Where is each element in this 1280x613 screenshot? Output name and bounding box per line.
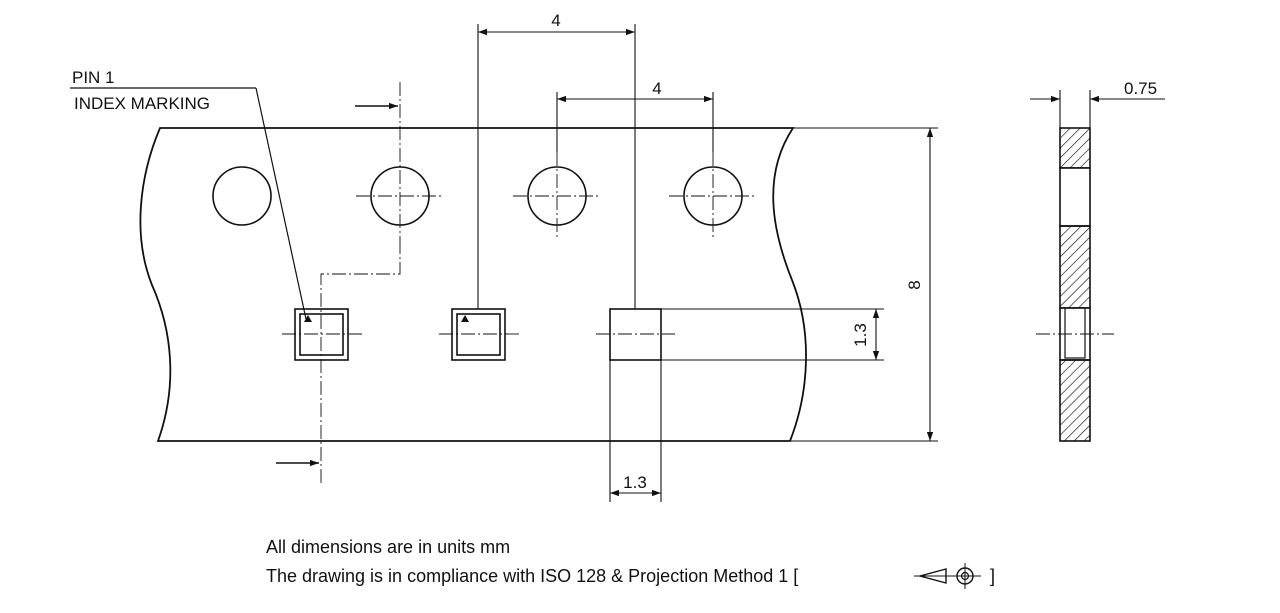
sprocket-hole bbox=[356, 82, 444, 240]
index-marking-label: INDEX MARKING bbox=[74, 94, 210, 113]
pocket-height-dimension bbox=[661, 308, 884, 361]
pin1-leader bbox=[70, 87, 307, 320]
units-note: All dimensions are in units mm bbox=[266, 537, 511, 557]
pocket-pitch-dimension bbox=[477, 24, 636, 309]
hole-pitch-value: 4 bbox=[652, 79, 661, 98]
pin1-label: PIN 1 bbox=[72, 68, 115, 87]
tape-width-dimension bbox=[790, 127, 938, 442]
hole-pitch-dimension bbox=[556, 92, 714, 152]
component-pocket-2 bbox=[439, 308, 519, 361]
component-pocket-1 bbox=[282, 308, 362, 361]
compliance-note: The drawing is in compliance with ISO 12… bbox=[266, 566, 798, 587]
pocket-width-value: 1.3 bbox=[623, 473, 647, 492]
component-pocket-3 bbox=[596, 308, 675, 361]
compliance-note-bracket: ] bbox=[990, 566, 996, 586]
sprocket-hole bbox=[212, 166, 272, 226]
carrier-tape-outline bbox=[139, 127, 807, 442]
tape-width-value: 8 bbox=[905, 280, 924, 289]
pocket-pitch-value: 4 bbox=[551, 11, 560, 30]
tape-side-section bbox=[1036, 127, 1114, 442]
first-angle-projection-icon bbox=[914, 563, 981, 589]
sprocket-hole bbox=[669, 152, 757, 240]
sprocket-hole bbox=[513, 152, 601, 240]
compliance-note-text: The drawing is in compliance with ISO 12… bbox=[266, 566, 799, 586]
thickness-value: 0.75 bbox=[1124, 79, 1157, 98]
pocket-width-dimension bbox=[609, 360, 662, 502]
pocket-reference-centerline bbox=[320, 240, 401, 486]
pocket-height-value: 1.3 bbox=[851, 323, 870, 347]
thickness-dimension bbox=[1030, 90, 1165, 128]
